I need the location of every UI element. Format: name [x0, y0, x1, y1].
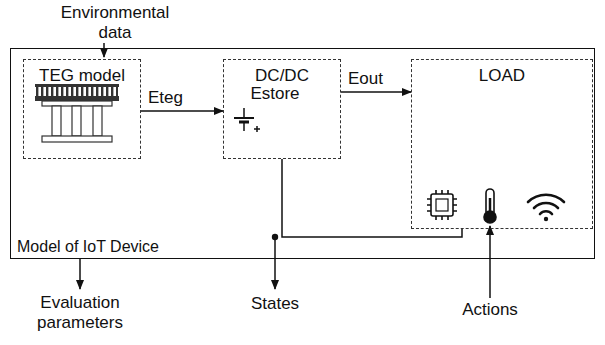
device-frame: Model of IoT Device TEG model DC/DC LOAD	[10, 48, 595, 259]
output-label: Evaluation parameters	[20, 293, 140, 333]
chip-icon	[427, 190, 457, 220]
teg-symbol	[35, 84, 119, 142]
energy-flow	[141, 110, 223, 112]
actions-label: Actions	[440, 300, 540, 320]
input-arrow	[103, 43, 105, 57]
edge-label: Eout	[347, 69, 384, 89]
junction-dot	[272, 234, 278, 240]
thermometer-icon	[484, 189, 496, 223]
node-title: DC/DC	[224, 66, 340, 86]
converter-box: DC/DC	[223, 59, 341, 159]
states-label: States	[225, 294, 325, 314]
states-arrow	[274, 237, 276, 289]
actions-arrow	[489, 226, 491, 298]
wifi-icon	[528, 195, 564, 221]
teg-box: TEG model	[23, 59, 141, 159]
output-arrow	[79, 259, 81, 289]
input-label: Environmental data	[55, 3, 175, 43]
node-title: TEG model	[24, 66, 140, 86]
state-wire	[282, 159, 462, 237]
node-title: Model of IoT Device	[17, 237, 159, 257]
edge-label: Eteg	[147, 88, 184, 108]
node-title: LOAD	[412, 66, 592, 86]
load-box: LOAD	[411, 59, 593, 229]
energy-flow	[341, 91, 411, 93]
battery-symbol	[234, 108, 260, 132]
energy-label: Estore	[240, 84, 310, 104]
